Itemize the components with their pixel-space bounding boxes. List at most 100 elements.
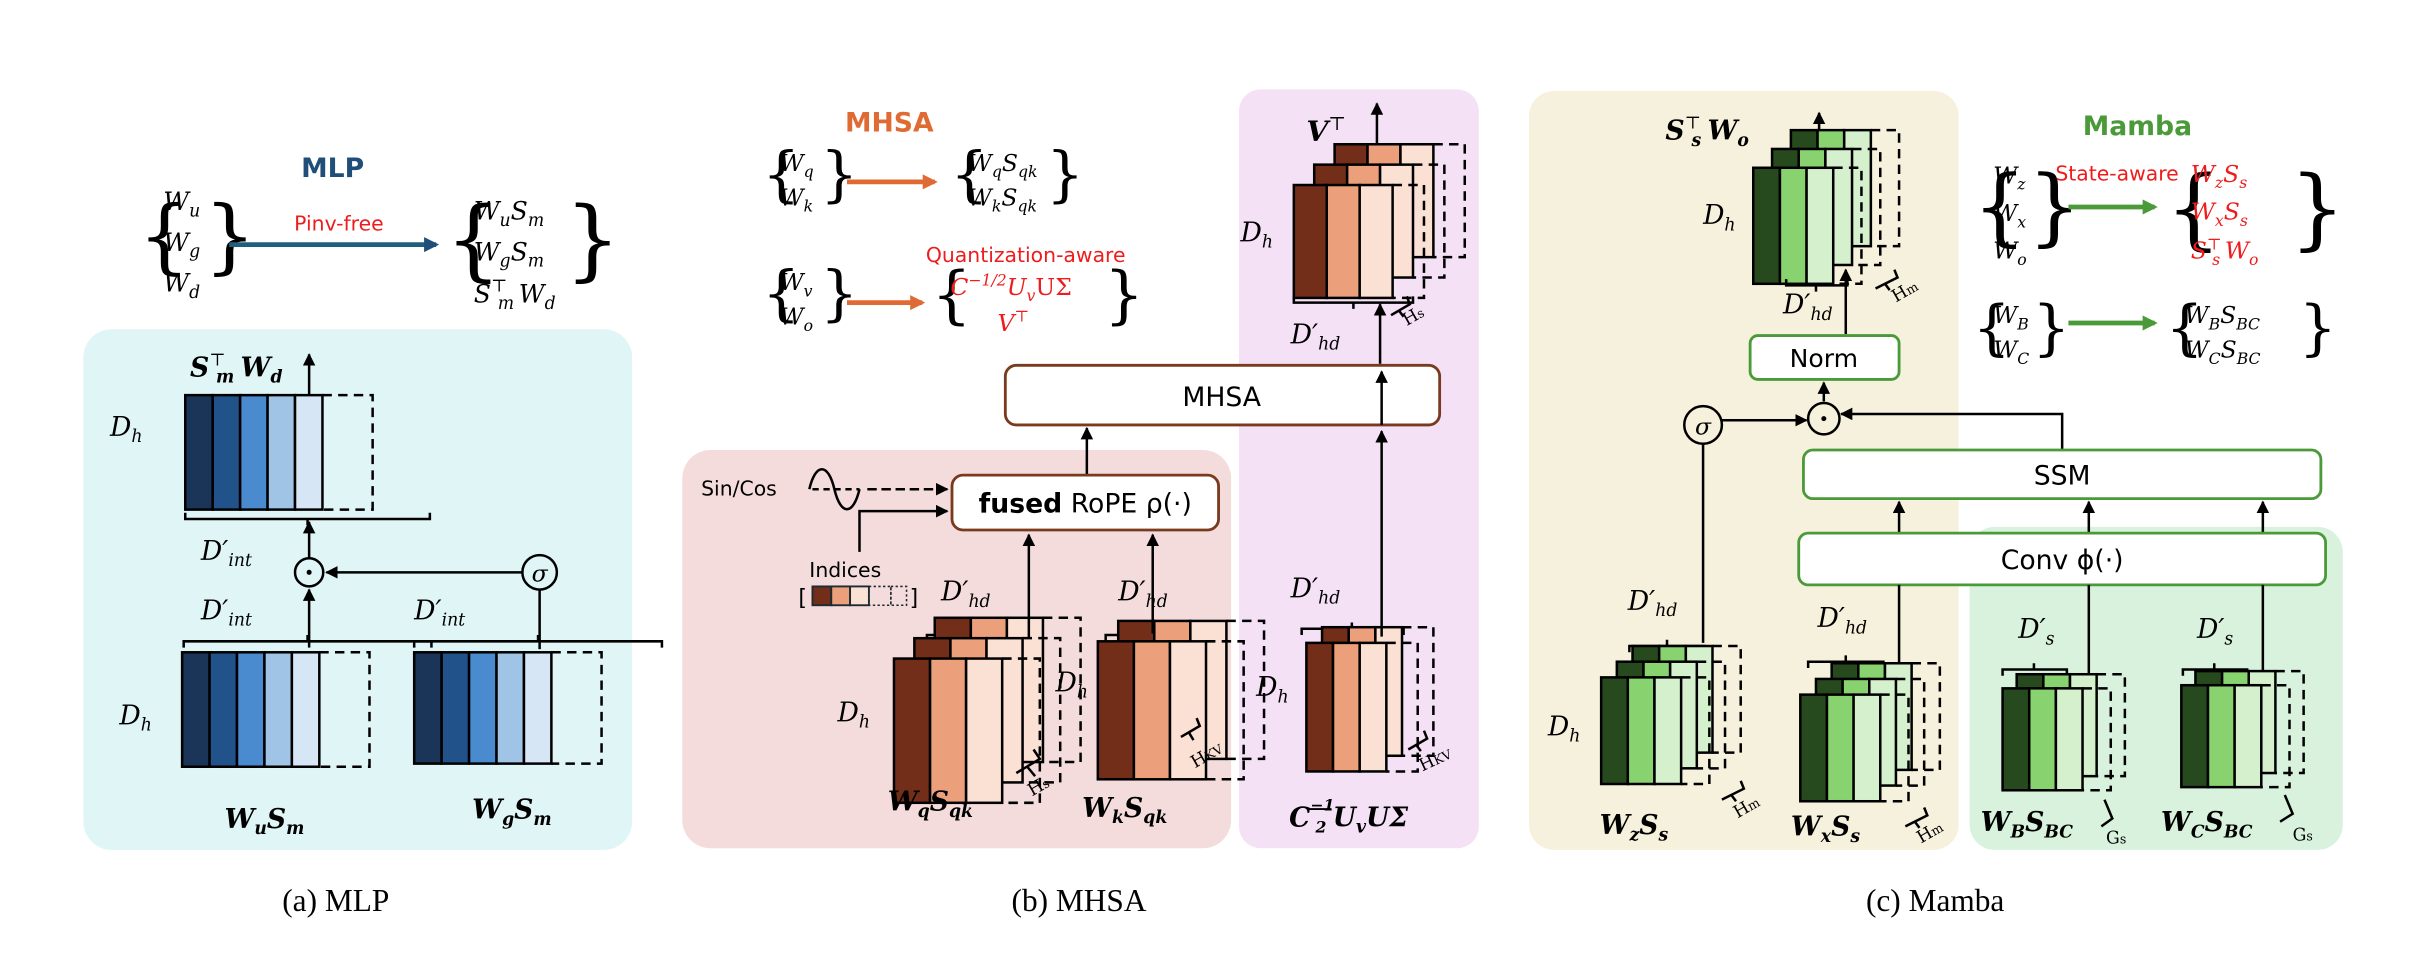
svg-text:σ: σ [532, 560, 549, 588]
svg-text:Norm: Norm [1790, 344, 1858, 373]
head-pruned-region [1880, 693, 1910, 803]
matrix-column [290, 651, 321, 769]
head-pruned-region [1226, 619, 1266, 761]
head-pruned-region [1022, 636, 1062, 784]
svg-text:}: } [820, 260, 858, 329]
mlp-up-matrix [180, 651, 371, 769]
svg-text:{: { [762, 260, 800, 329]
svg-text:Wk: Wk [780, 183, 814, 215]
svg-text:WBSBC: WBSBC [2184, 301, 2260, 333]
v-matrix-stack [1305, 625, 1435, 773]
matrix-column [440, 651, 471, 765]
mlp-caption: (a) MLP [282, 883, 389, 918]
mlp-up-label: WuSm [224, 804, 304, 839]
svg-text:{: { [950, 140, 988, 209]
mamba-bc-input-set: { WB WC } [1973, 294, 2070, 368]
svg-text:{: { [1973, 294, 2011, 363]
svg-text:V⊤: V⊤ [997, 306, 1029, 336]
head-column [2233, 683, 2263, 789]
q-dhd-label: D′hd [940, 577, 991, 612]
vt-matrix-stack [1292, 143, 1466, 300]
b-groups-label: Gs [2106, 829, 2126, 849]
svg-text:σ: σ [1695, 412, 1712, 440]
matrix-pruned-region [319, 651, 371, 769]
svg-text:}: } [820, 140, 858, 209]
matrix-column [263, 651, 294, 769]
head-pruned-region [1433, 143, 1466, 259]
mamba-bc-output-set: { WBSBC WCSBC } [2166, 294, 2337, 368]
svg-text:{: { [762, 140, 800, 209]
head-column [1799, 693, 1829, 803]
head-pruned-region [1911, 662, 1942, 772]
ssm-box [1802, 448, 2323, 501]
svg-text:{: { [138, 188, 190, 283]
b-matrix-stack [2001, 672, 2127, 792]
matrix-column [180, 651, 211, 769]
mamba-hadamard-op [1806, 401, 1841, 436]
svg-text:{: { [932, 259, 972, 332]
conv-box [1797, 531, 2327, 587]
svg-text:{: { [2166, 157, 2222, 259]
indices-strip: [ ] [798, 585, 918, 611]
matrix-column [235, 651, 266, 769]
head-column [1358, 183, 1394, 300]
rope-box-label: fused RoPE ρ(·) [979, 489, 1192, 520]
svg-text:S⊤sWo: S⊤sWo [2191, 234, 2259, 269]
mhsa-vo-input-set: { Wv Wo } [762, 260, 858, 335]
svg-text:}: } [2032, 294, 2070, 363]
head-column [1825, 693, 1855, 803]
svg-text:{: { [1973, 156, 2027, 255]
vt-label: V⊤ [1306, 114, 1346, 148]
head-pruned-region [1696, 660, 1727, 770]
z-matrix-stack [1599, 644, 1742, 786]
svg-text:{: { [2166, 294, 2204, 363]
head-pruned-region [1681, 676, 1711, 786]
svg-text:}: } [565, 189, 621, 291]
svg-text:}: } [1104, 259, 1144, 332]
svg-text:{: { [446, 189, 502, 291]
mhsa-qk-input-set: { Wq Wk } [762, 140, 858, 215]
mamba-zxo-arrow-label: State-aware [2055, 161, 2178, 185]
head-column [1132, 640, 1172, 781]
matrix-column [266, 393, 297, 511]
matrix-column [238, 393, 269, 511]
head-pruned-region [1895, 677, 1926, 787]
mlp-panel [83, 329, 633, 850]
head-column [2180, 683, 2210, 789]
head-column [1168, 640, 1208, 781]
mlp-dint-label-gate: D′int [413, 595, 465, 630]
mlp-output-wgsm: WgSm [474, 237, 544, 271]
mamba-caption: (c) Mamba [1866, 883, 2004, 918]
rope-box [950, 473, 1220, 532]
sincos-label: Sin/Cos [701, 476, 777, 500]
head-column [1331, 641, 1361, 773]
svg-text:WC: WC [1993, 336, 2029, 368]
svg-text:[: [ [798, 586, 807, 611]
head-column [2054, 687, 2084, 792]
head-pruned-region [2261, 683, 2291, 789]
b-matrix-label: WBSBC [1981, 807, 2074, 842]
mhsa-attention-box [1003, 363, 1442, 427]
matrix-column [293, 393, 324, 511]
svg-text:Wv: Wv [780, 268, 813, 300]
head-column [1358, 641, 1388, 773]
q-matrix-label: WqSqk [888, 787, 973, 822]
mamba-section: Mamba { Wz Wx Wo } State-aware { WzSs Wx… [1547, 111, 2346, 918]
svg-text:C−1/2UvUΣ: C−1/2UvUΣ [950, 270, 1071, 305]
k-matrix-stack [1096, 619, 1266, 781]
mlp-down-matrix [184, 393, 374, 511]
c-matrix-label: WCSBC [2161, 807, 2253, 842]
head-pruned-region [1413, 163, 1446, 279]
mlp-gate-matrix [412, 651, 603, 765]
mlp-title: MLP [301, 153, 364, 184]
head-column [1096, 640, 1136, 781]
svg-text:SSM: SSM [2034, 461, 2091, 492]
head-pruned-region [1852, 147, 1882, 267]
z-matrix-label: WzSs [1600, 810, 1669, 845]
matrix-column [522, 651, 553, 765]
mamba-title: Mamba [2083, 111, 2192, 142]
mhsa-qk-output-set: { WqSqk WkSqk } [950, 140, 1084, 215]
q-matrix-stack [892, 616, 1082, 805]
c-groups-label: Gs [2293, 825, 2313, 845]
x-matrix-stack [1799, 662, 1942, 803]
